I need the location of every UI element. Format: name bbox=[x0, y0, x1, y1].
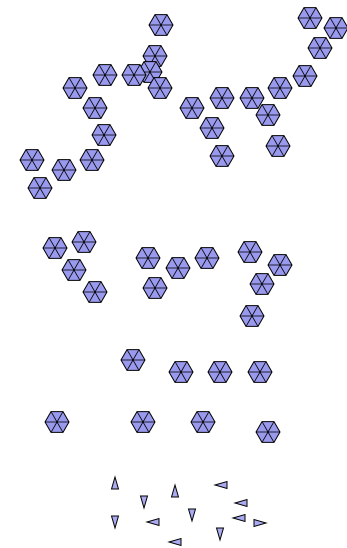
triangle-piece-icon[interactable] bbox=[217, 528, 224, 540]
triangle-pieces bbox=[112, 477, 267, 546]
hexagon-tile-icon[interactable] bbox=[195, 248, 219, 269]
hexagon-tile-icon[interactable] bbox=[256, 422, 280, 443]
hexagon-tile-icon[interactable] bbox=[169, 362, 193, 383]
hexagon-tile-icon[interactable] bbox=[45, 412, 69, 433]
hexagon-tile-icon[interactable] bbox=[143, 278, 167, 299]
hexagon-tile-icon[interactable] bbox=[121, 350, 145, 371]
hexagon-tile-icon[interactable] bbox=[256, 105, 280, 126]
hexagon-tile-icon[interactable] bbox=[208, 362, 232, 383]
hexagon-tile-icon[interactable] bbox=[62, 260, 86, 281]
hexagon-tile-icon[interactable] bbox=[131, 412, 155, 433]
hexagon-tile-icon[interactable] bbox=[268, 255, 292, 276]
hexagon-tile-icon[interactable] bbox=[83, 282, 107, 303]
hexagon-tile-icon[interactable] bbox=[293, 66, 317, 87]
hexagon-tile-icon[interactable] bbox=[248, 362, 272, 383]
hexagon-tile-icon[interactable] bbox=[52, 160, 76, 181]
hexagon-tile-icon[interactable] bbox=[20, 150, 44, 171]
triangle-piece-icon[interactable] bbox=[189, 509, 196, 521]
tile-group-cluster-a bbox=[43, 232, 107, 303]
triangle-piece-icon[interactable] bbox=[169, 539, 181, 546]
hexagon-tile-icon[interactable] bbox=[63, 78, 87, 99]
hexagon-tile-icon[interactable] bbox=[28, 178, 52, 199]
hexagon-tile-icon[interactable] bbox=[268, 78, 292, 99]
triangle-piece-icon[interactable] bbox=[112, 477, 119, 489]
triangle-piece-icon[interactable] bbox=[233, 515, 245, 522]
hexagon-tile-icon[interactable] bbox=[43, 238, 67, 259]
hexagon-tile-icon[interactable] bbox=[200, 118, 224, 139]
tile-group-row-upper bbox=[121, 350, 272, 383]
tile-group-row-lower bbox=[45, 412, 280, 443]
hexagon-tile-icon[interactable] bbox=[238, 242, 262, 263]
triangle-piece-icon[interactable] bbox=[112, 516, 119, 528]
tile-group-big-chain-right bbox=[180, 8, 347, 167]
hexagon-tile-icon[interactable] bbox=[83, 98, 107, 119]
hexagon-tile-icon[interactable] bbox=[240, 88, 264, 109]
hexagon-tile-icon[interactable] bbox=[308, 38, 332, 59]
hexagon-tile-icon[interactable] bbox=[166, 258, 190, 279]
hexagon-tile-icon[interactable] bbox=[324, 18, 347, 39]
triangle-piece-icon[interactable] bbox=[147, 519, 159, 526]
hexagon-tile-icon[interactable] bbox=[92, 125, 116, 146]
triangle-piece-icon[interactable] bbox=[215, 482, 227, 489]
triangle-piece-icon[interactable] bbox=[172, 485, 179, 497]
hexagon-tile-icon[interactable] bbox=[240, 306, 264, 327]
hexagon-tile-icon[interactable] bbox=[72, 232, 96, 253]
tile-group-big-chain-left bbox=[20, 15, 173, 199]
triangle-piece-icon[interactable] bbox=[141, 496, 148, 508]
hexagon-tile-icon[interactable] bbox=[210, 88, 234, 109]
hexagon-tile-icon[interactable] bbox=[250, 274, 274, 295]
tile-group-cluster-c bbox=[238, 242, 292, 327]
hexagon-tile-icon[interactable] bbox=[191, 412, 215, 433]
hexagon-tile-icon[interactable] bbox=[93, 65, 117, 86]
hexagon-tile-icon[interactable] bbox=[298, 8, 322, 29]
hexagon-tile-icon[interactable] bbox=[136, 248, 160, 269]
hexagon-tile-icon[interactable] bbox=[180, 98, 204, 119]
hexagon-tile-icon[interactable] bbox=[266, 136, 290, 157]
hexagon-tile-icon[interactable] bbox=[149, 15, 173, 36]
tile-group-cluster-b bbox=[136, 248, 219, 299]
triangle-piece-icon[interactable] bbox=[254, 520, 266, 527]
triangle-piece-icon[interactable] bbox=[235, 500, 247, 507]
hexagon-tile-icon[interactable] bbox=[210, 146, 234, 167]
hexagon-tile-icon[interactable] bbox=[80, 150, 104, 171]
